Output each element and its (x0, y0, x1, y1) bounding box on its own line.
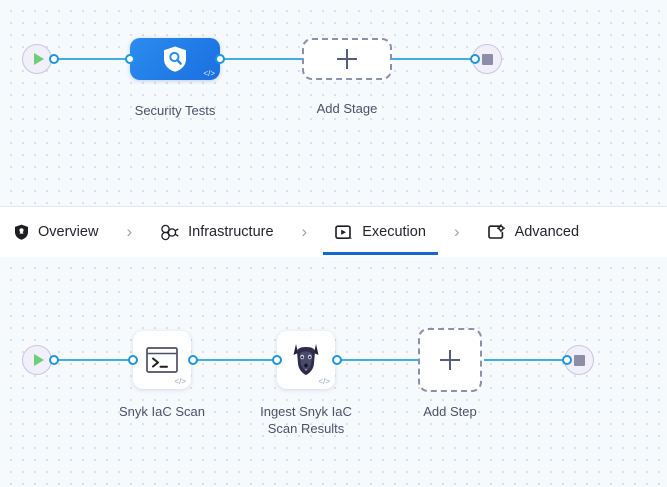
tab-infrastructure[interactable]: Infrastructure (160, 207, 274, 258)
step-label-snyk-iac-scan: Snyk IaC Scan (119, 404, 205, 419)
connector-start-to-security-tests (48, 58, 130, 60)
connector-add-step-to-end (484, 359, 568, 361)
terminal-icon (146, 347, 178, 373)
security-tests-input-port[interactable] (125, 54, 135, 64)
tab-separator-chevron-3: › (453, 222, 460, 241)
snyk-iac-scan-input-port[interactable] (128, 355, 138, 365)
snyk-iac-scan-output-port[interactable] (188, 355, 198, 365)
stage-pipeline-canvas[interactable]: </> Security Tests Add Stage (0, 0, 667, 206)
execution-steps-canvas[interactable]: </> Snyk IaC Scan </> Ingest Snyk IaC Sc… (0, 257, 667, 487)
ingest-input-port[interactable] (272, 355, 282, 365)
plus-icon (337, 49, 357, 69)
doberman-dog-icon (293, 344, 319, 375)
steps-start-output-port[interactable] (49, 355, 59, 365)
stage-node-security-tests[interactable]: </> (130, 38, 220, 80)
tab-advanced-label: Advanced (514, 224, 580, 240)
connector-add-stage-to-end (390, 58, 476, 60)
stage-code-badge: </> (203, 69, 215, 78)
add-stage-button[interactable] (302, 38, 392, 80)
step-code-badge: </> (318, 377, 330, 386)
pipeline-section-tabs: Overview › Infrastructure › (0, 206, 667, 257)
infrastructure-nodes-icon (160, 224, 179, 241)
advanced-gear-box-icon (487, 223, 506, 241)
step-node-snyk-iac-scan[interactable]: </> (133, 331, 191, 389)
connector-security-tests-to-add-stage (218, 58, 302, 60)
pipeline-start-node[interactable] (22, 44, 52, 74)
step-node-ingest-snyk-iac-scan-results[interactable]: </> (277, 331, 335, 389)
pipeline-end-node[interactable] (472, 44, 502, 74)
tab-separator-chevron-2: › (301, 222, 308, 241)
add-step-label: Add Step (423, 404, 477, 419)
steps-end-input-port[interactable] (562, 355, 572, 365)
plus-icon (440, 350, 460, 370)
shield-icon (14, 224, 29, 240)
start-node-output-port[interactable] (49, 54, 59, 64)
tab-infrastructure-label: Infrastructure (188, 224, 274, 240)
stage-label-security-tests: Security Tests (134, 103, 216, 118)
end-node-input-port[interactable] (470, 54, 480, 64)
connector-ingest-to-add-step (336, 359, 418, 361)
connector-start-to-snyk-iac-scan (48, 359, 130, 361)
add-stage-label: Add Stage (316, 101, 378, 116)
play-icon (33, 354, 44, 366)
security-tests-output-port[interactable] (215, 54, 225, 64)
tab-overview-label: Overview (38, 224, 99, 240)
step-code-badge: </> (174, 377, 186, 386)
ingest-output-port[interactable] (332, 355, 342, 365)
tab-separator-chevron-1: › (126, 222, 133, 241)
stop-icon (481, 53, 493, 65)
step-label-ingest-snyk-iac-scan-results: Ingest Snyk IaC Scan Results (260, 404, 352, 436)
tab-overview[interactable]: Overview (14, 207, 98, 258)
connector-snyk-iac-scan-to-ingest (192, 359, 278, 361)
execution-play-box-icon (335, 224, 353, 241)
tab-execution-label: Execution (362, 224, 426, 240)
tab-execution[interactable]: Execution (323, 207, 438, 258)
shield-search-icon (164, 46, 186, 72)
play-icon (33, 53, 44, 65)
add-step-button[interactable] (418, 328, 482, 392)
steps-start-node[interactable] (22, 345, 52, 375)
stop-icon (573, 354, 585, 366)
tab-advanced[interactable]: Advanced (487, 207, 580, 258)
